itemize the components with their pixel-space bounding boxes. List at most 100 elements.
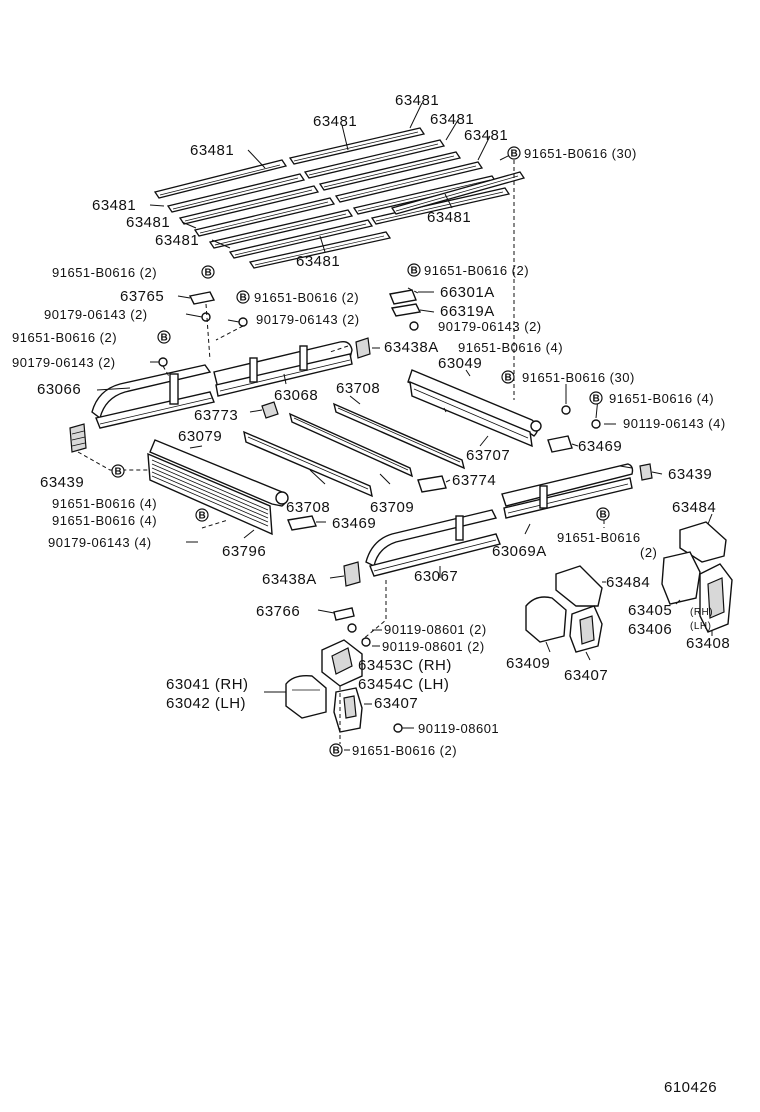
label-63707: 63707 [466, 447, 510, 464]
callout-labels: 63481 63481 63481 63481 63481 91651-B061… [12, 92, 730, 1096]
label-63453C: 63453C (RH) [358, 657, 452, 674]
label-bolt8-2-a: 90119-08601 (2) [384, 622, 487, 637]
label-nut-2-c: 90179-06143 (2) [256, 312, 360, 327]
label-63407-lower: 63407 [374, 695, 418, 712]
label-63438A-lower: 63438A [262, 571, 317, 588]
svg-text:B: B [593, 394, 600, 405]
label-63773: 63773 [194, 407, 238, 424]
svg-text:B: B [199, 511, 206, 522]
label-bolt-2-d: 91651-B0616 (2) [424, 263, 529, 278]
label-bolt-30-top: 91651-B0616 (30) [524, 146, 637, 161]
assembly-lines [77, 160, 605, 744]
label-63481-a: 63481 [395, 92, 439, 109]
mount-63407-right [569, 605, 603, 653]
floor-rail-set-63481 [149, 102, 526, 269]
bracket-63439-right [639, 463, 653, 481]
label-63069A: 63069A [492, 543, 547, 560]
mount-63408 [699, 563, 733, 633]
label-63481-f: 63481 [92, 197, 136, 214]
rear-frame-63066 [91, 364, 215, 429]
svg-text:B: B [161, 333, 168, 344]
label-63049: 63049 [438, 355, 482, 372]
label-63454C: 63454C (LH) [358, 676, 449, 693]
label-nut-4-a: 90179-06143 (4) [48, 535, 152, 550]
mount-63484-mid [555, 565, 603, 607]
label-63765: 63765 [120, 288, 164, 305]
bracket-63438A-upper [355, 337, 371, 359]
label-bolt8-single: 90119-08601 [418, 721, 499, 736]
bracket-63438A-lower [343, 561, 361, 587]
mount-63405 [661, 551, 701, 605]
label-63481-h: 63481 [126, 214, 170, 231]
label-63439-right: 63439 [668, 466, 712, 483]
bolt-marker-letter: B [511, 149, 518, 160]
label-63774: 63774 [452, 472, 496, 489]
bracket-66301A [389, 289, 417, 305]
label-63041: 63041 (RH) [166, 676, 249, 693]
label-63481-i: 63481 [155, 232, 199, 249]
svg-text:B: B [240, 293, 247, 304]
mount-63407-lower [333, 687, 363, 733]
reinforcement-63709 [332, 402, 466, 470]
svg-text:B: B [411, 266, 418, 277]
label-63709: 63709 [370, 499, 414, 516]
label-63796: 63796 [222, 543, 266, 560]
label-63408: 63408 [686, 635, 730, 652]
bracket-63439-left [69, 423, 87, 453]
label-66319A: 66319A [440, 303, 495, 320]
bracket-63469-right [547, 435, 573, 453]
label-63068: 63068 [274, 387, 318, 404]
label-63409: 63409 [506, 655, 550, 672]
label-bolt-4-a: 91651-B0616 (4) [52, 496, 157, 511]
svg-text:B: B [333, 746, 340, 757]
label-66301A: 66301A [440, 284, 495, 301]
label-bolt-2-c: 91651-B0616 (2) [254, 290, 359, 305]
side-rail-63707 [409, 380, 533, 448]
label-63766: 63766 [256, 603, 300, 620]
svg-text:B: B [600, 510, 607, 521]
clip-63765 [188, 291, 216, 322]
label-bolt-4-b: 91651-B0616 (4) [52, 513, 157, 528]
bolts-90119-08601 [347, 623, 403, 733]
label-63042: 63042 (LH) [166, 695, 246, 712]
label-63469-left: 63469 [332, 515, 376, 532]
label-63481-d: 63481 [464, 127, 508, 144]
mount-63409 [525, 596, 567, 643]
label-63481-c: 63481 [430, 111, 474, 128]
label-63405: 63405 [628, 602, 672, 619]
bracket-63774 [417, 475, 447, 493]
label-bolt-4-c: 91651-B0616 (4) [458, 340, 563, 355]
label-63439-left: 63439 [40, 474, 84, 491]
label-63469-right: 63469 [578, 438, 622, 455]
mount-63484-upper [679, 521, 727, 563]
label-63481-j: 63481 [296, 253, 340, 270]
label-bolt8-2-b: 90119-08601 (2) [382, 639, 485, 654]
label-63066: 63066 [37, 381, 81, 398]
label-63708-upper: 63708 [336, 380, 380, 397]
reinforcement-63708-upper [288, 412, 414, 478]
mount-63766 [333, 607, 355, 621]
label-63708-lower: 63708 [286, 499, 330, 516]
label-63079: 63079 [178, 428, 222, 445]
label-rh: (RH) [690, 607, 713, 618]
label-bolt-2-b: 91651-B0616 (2) [12, 330, 117, 345]
label-nut-4-b: 90119-06143 (4) [623, 416, 726, 431]
mount-63041 [285, 674, 327, 719]
nut-63049-area [561, 405, 601, 429]
bolt-marker-icon: B B B B B B B B B B B [111, 146, 610, 757]
leader-lines [96, 291, 713, 751]
bracket-63773 [261, 401, 279, 419]
label-63481-g: 63481 [427, 209, 471, 226]
label-63481-e: 63481 [190, 142, 234, 159]
label-bolt-4-d: 91651-B0616 (4) [609, 391, 714, 406]
label-63406: 63406 [628, 621, 672, 638]
label-63484-top: 63484 [672, 499, 716, 516]
reinforcement-63708-lower [243, 430, 373, 498]
plate-66319A [390, 303, 422, 331]
label-bolt-30-mid: 91651-B0616 (30) [522, 370, 635, 385]
label-63481-b: 63481 [313, 113, 357, 130]
svg-text:B: B [115, 467, 122, 478]
crossmember-63069A [501, 463, 634, 519]
label-nut-2-b: 90179-06143 (2) [12, 355, 116, 370]
